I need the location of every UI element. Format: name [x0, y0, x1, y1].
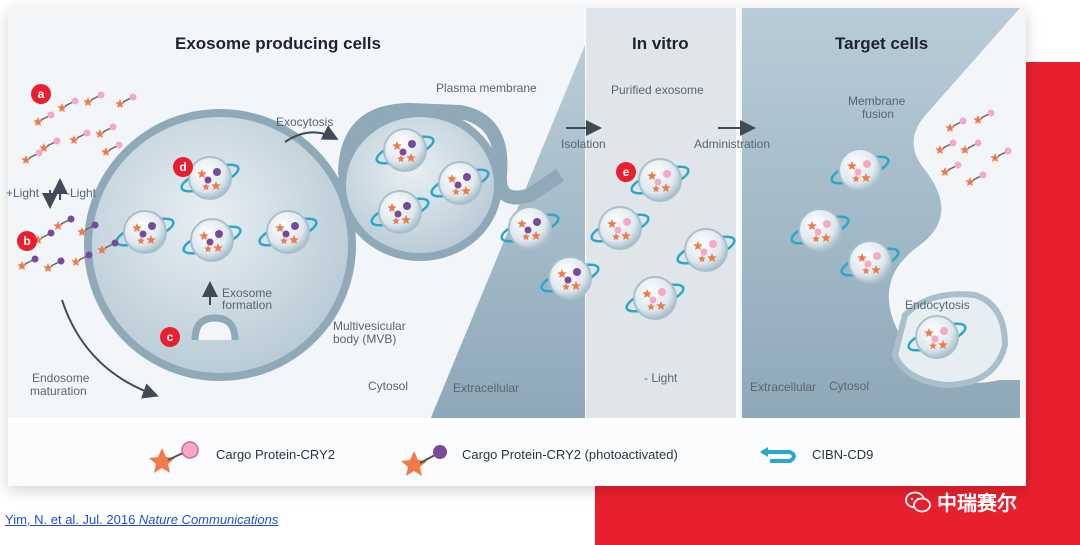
exosome-0 [180, 156, 240, 200]
step-badge-letter-a: a [38, 87, 45, 101]
label-isolation: Isolation [561, 137, 606, 151]
free-protein-12 [43, 257, 65, 272]
fusing-mvb-membrane [338, 102, 564, 205]
exosome-4 [375, 128, 435, 172]
exosome-5 [430, 161, 490, 205]
exosome-6 [370, 190, 430, 234]
label-formation: formation [222, 298, 273, 312]
section-title-target: Target cells [835, 34, 929, 53]
exosome-11 [676, 228, 736, 272]
label-cytosol-right: Cytosol [829, 379, 870, 393]
free-protein-17 [973, 109, 995, 124]
legend-cibn-label: CIBN-CD9 [812, 447, 874, 462]
citation-link[interactable]: Yim, N. et al. Jul. 2016 Nature Communic… [5, 512, 278, 527]
label-endocytosis: Endocytosis [905, 298, 970, 312]
exosome-9 [590, 206, 650, 250]
free-protein-2 [83, 91, 105, 106]
exosome-12 [625, 276, 685, 320]
wechat-icon [905, 491, 931, 512]
citation-authors: Yim, N. et al. Jul. 2016 [5, 512, 139, 527]
free-protein-13 [71, 251, 93, 266]
exosome-13 [830, 148, 890, 192]
label-extracellular-right: Extracellular [750, 380, 817, 394]
free-protein-14 [97, 239, 119, 254]
free-protein-6 [95, 123, 117, 138]
free-protein-22 [965, 171, 987, 186]
label-exosome: Exosome [222, 286, 273, 300]
legend-cargo-label: Cargo Protein-CRY2 [216, 447, 335, 462]
free-protein-20 [990, 147, 1012, 162]
free-protein-9 [33, 229, 55, 244]
brand-name: 中瑞赛尔 [937, 493, 1017, 515]
label-multivesicular: Multivesicular [333, 319, 406, 333]
step-badge-e: e [616, 162, 636, 182]
label-maturation: maturation [30, 384, 87, 398]
exosome-1 [115, 210, 175, 254]
free-protein-19 [960, 139, 982, 154]
brand-watermark: 中瑞赛尔 [905, 487, 1017, 516]
free-protein-7 [21, 149, 43, 164]
free-protein-21 [940, 161, 962, 176]
step-badge-letter-d: d [179, 160, 186, 174]
label-endosome: Endosome [32, 371, 90, 385]
free-protein-5 [69, 129, 91, 144]
label-extracellular-left: Extracellular [453, 381, 520, 395]
label-mvb: body (MVB) [333, 332, 397, 346]
exosome-2 [182, 218, 242, 262]
legend-cargo-active-label: Cargo Protein-CRY2 (photoactivated) [462, 447, 678, 462]
free-protein-15 [77, 221, 99, 236]
free-protein-4 [39, 137, 61, 152]
free-protein-10 [53, 215, 75, 230]
step-badge-a: a [31, 84, 51, 104]
exosome-15 [840, 240, 900, 284]
label-administration: Administration [694, 137, 771, 151]
exosome-7 [500, 206, 560, 250]
free-protein-0 [33, 111, 55, 126]
exosome-14 [790, 208, 850, 252]
label-cytosol-left: Cytosol [368, 379, 409, 393]
plasma-membrane-wedge [430, 45, 585, 420]
step-badge-c: c [160, 327, 180, 347]
exosome-16 [907, 315, 967, 359]
target-cell-membrane [742, 8, 1020, 420]
step-badge-letter-c: c [167, 330, 174, 344]
exosome-10 [630, 158, 690, 202]
citation-journal: Nature Communications [138, 512, 279, 527]
step-badge-b: b [17, 231, 37, 251]
free-protein-8 [101, 141, 123, 156]
endosome-maturation-arrow [61, 299, 159, 399]
label-fusion: fusion [862, 107, 895, 121]
label-plus-light: +Light [6, 186, 40, 200]
step-badge-d: d [173, 157, 193, 177]
exosome-8 [540, 256, 600, 300]
label-exocytosis: Exocytosis [276, 115, 334, 129]
free-protein-16 [945, 117, 967, 132]
label-plasma-membrane: Plasma membrane [436, 81, 537, 95]
free-protein-3 [115, 93, 137, 108]
legend-cargo-icon [149, 441, 199, 473]
free-protein-1 [57, 97, 79, 112]
legend-cargo-active-icon [401, 445, 447, 476]
step-badge-letter-b: b [23, 234, 30, 248]
exocytosis-arrow [284, 125, 339, 143]
free-protein-18 [935, 139, 957, 154]
label-membrane: Membrane [848, 94, 906, 108]
free-protein-11 [17, 255, 39, 270]
section-title-invitro: In vitro [632, 34, 689, 53]
section-title-producing: Exosome producing cells [175, 34, 381, 53]
label-purified-exosome: Purified exosome [611, 83, 704, 97]
budding-invagination [191, 314, 239, 341]
step-badge-letter-e: e [623, 165, 630, 179]
legend-cibn-icon [760, 447, 796, 463]
exosome-3 [258, 210, 318, 254]
label-minus-light-side: -Light [66, 186, 97, 200]
label-minus-light: - Light [644, 371, 678, 385]
